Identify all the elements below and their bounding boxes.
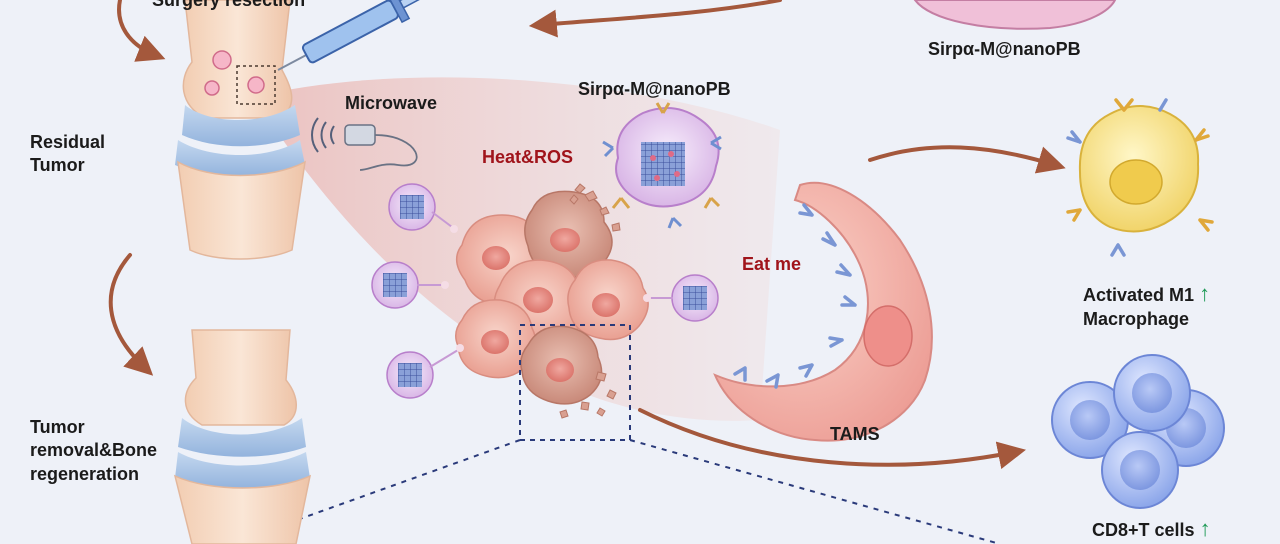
label-tumor-removal: Tumor removal&Bone regeneration	[30, 416, 157, 486]
nanoparticles-small	[371, 183, 719, 399]
flow-arrows	[108, 0, 1066, 470]
knee-joint-top	[175, 0, 306, 260]
top-nanoparticle-partial	[913, 0, 1117, 30]
m1-macrophage	[1066, 98, 1214, 257]
nanoparticle-large	[602, 102, 722, 229]
label-heat-ros: Heat&ROS	[482, 147, 574, 167]
residual-line-1: Residual	[30, 132, 106, 152]
tam-macrophage	[713, 181, 933, 442]
cd8-up-arrow-icon: ↑	[1199, 516, 1211, 541]
label-activated-m1: Activated M1 ↑ Macrophage	[1083, 280, 1210, 330]
residual-line-2: Tumor	[30, 154, 85, 175]
cd8-t-cells	[1051, 354, 1225, 509]
label-cd8-t-cells: CD8+T cells ↑	[1092, 516, 1211, 541]
label-residual-tumor: Residual Tumor	[30, 131, 105, 176]
label-microwave: Microwave	[345, 93, 438, 113]
label-eat-me: Eat me	[742, 254, 802, 274]
arrow-top-left	[117, 0, 166, 62]
m1-line-2: Macrophage	[1083, 308, 1190, 329]
arrow-to-tcells	[638, 408, 1026, 470]
label-surgery-partial: Surgery resection	[152, 0, 306, 10]
label-tams: TAMS	[830, 424, 880, 444]
label-top-nanoparticle: Sirpα-M@nanoPB	[928, 39, 1081, 59]
removal-line-1: Tumor	[30, 417, 85, 437]
syringe-icon	[277, 0, 440, 71]
arrow-left-down	[108, 253, 154, 376]
arrow-to-m1	[868, 145, 1066, 174]
arrow-top-center	[528, 0, 782, 38]
removal-line-3: regeneration	[30, 463, 140, 484]
removal-line-2: removal&Bone	[30, 440, 158, 461]
knee-joint-bottom	[173, 329, 312, 544]
zoom-selection-box	[519, 324, 631, 441]
m1-line-1: Activated M1 ↑	[1083, 281, 1211, 306]
tumor-cell-cluster	[455, 183, 649, 419]
microwave-probe-icon	[311, 117, 418, 171]
zoom-dashed-lines	[229, 439, 1001, 544]
m1-up-arrow-icon: ↑	[1199, 281, 1211, 306]
label-center-nanoparticle: Sirpα-M@nanoPB	[578, 79, 731, 99]
